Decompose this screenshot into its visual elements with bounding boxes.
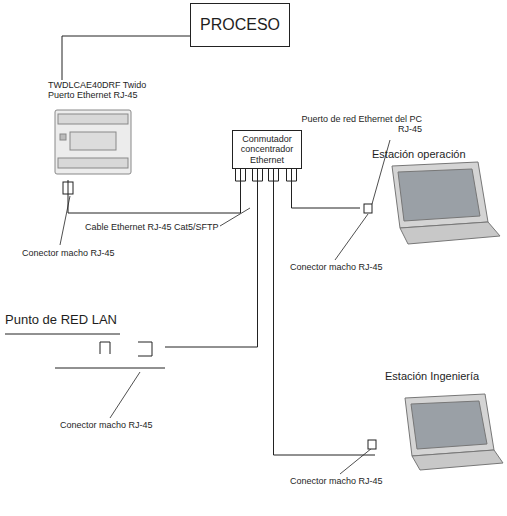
engineering-station: Estación Ingeniería (375, 370, 503, 475)
node-text: Estación Ingeniería (385, 370, 503, 383)
annotation-label: Conector macho RJ-45 (60, 420, 180, 430)
node-text: Estación operación (372, 148, 500, 161)
node-text: Punto de RED LAN (5, 313, 165, 328)
annotation-label: Conector macho RJ-45 (290, 262, 410, 272)
ethernet-wire (62, 36, 190, 80)
ethernet-wire (292, 169, 361, 208)
leader-lines (60, 140, 390, 474)
annotation-label: Puerto de red Ethernet del PC RJ-45 (300, 114, 422, 135)
lan-socket (5, 334, 165, 368)
node-text: Puerto Ethernet RJ-45 (48, 90, 178, 100)
switch-box: Conmutador concentrador Ethernet (232, 130, 302, 169)
node-text: Conmutador concentrador Ethernet (237, 134, 297, 165)
process-box: PROCESO (190, 3, 290, 47)
annotation-label: Conector macho RJ-45 (22, 248, 142, 258)
ethernet-wire (68, 169, 241, 213)
plc-node: TWDLCAE40DRF TwidoPuerto Ethernet RJ-45 (48, 80, 178, 180)
annotation-label: Conector macho RJ-45 (290, 476, 410, 486)
node-text: PROCESO (200, 16, 280, 34)
node-text: TWDLCAE40DRF Twido (48, 80, 178, 90)
laptop (368, 394, 503, 470)
ethernet-wire (274, 169, 376, 455)
operation-station: Estación operación (360, 148, 500, 243)
annotation-label: Cable Ethernet RJ-45 Cat5/SFTP (85, 222, 245, 232)
laptop (364, 162, 500, 244)
lan-point: Punto de RED LAN (5, 313, 165, 373)
plc-device (55, 110, 131, 174)
ethernet-wire (165, 169, 258, 347)
